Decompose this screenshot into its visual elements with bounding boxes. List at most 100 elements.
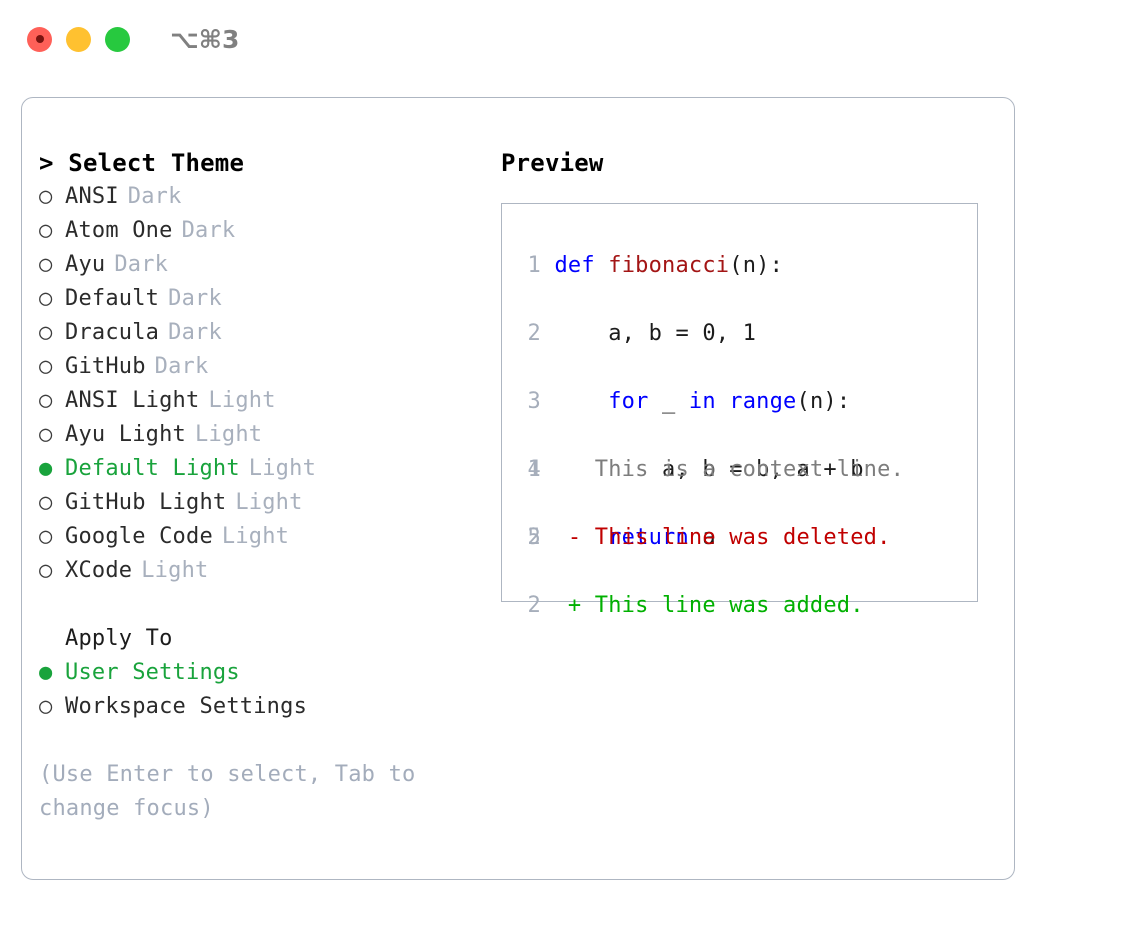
theme-item-tag: Dark — [154, 354, 209, 379]
theme-item-label: ANSI Light — [65, 388, 200, 413]
maximize-button[interactable] — [105, 26, 130, 52]
code-line: 4 a, b = b, a + b — [515, 453, 864, 487]
theme-item-0[interactable]: ○ ANSI Dark — [39, 180, 499, 214]
radio-unselected-icon: ○ — [39, 252, 53, 277]
code-token: fibonacci — [608, 253, 730, 278]
keyboard-shortcut-label: ⌥⌘3 — [170, 24, 240, 54]
radio-unselected-icon: ○ — [39, 354, 53, 379]
apply-to-item-label: User Settings — [65, 660, 240, 685]
apply-to-item-1[interactable]: ○ Workspace Settings — [39, 690, 499, 724]
diff-line-text: - This line was deleted. — [541, 525, 891, 550]
radio-selected-icon: ● — [39, 660, 53, 685]
theme-item-tag: Dark — [114, 252, 169, 277]
code-token: a, b = b, a + b — [554, 457, 864, 482]
theme-item-label: GitHub — [65, 354, 146, 379]
theme-item-label: Google Code — [65, 524, 213, 549]
close-button[interactable] — [27, 26, 52, 52]
code-token: a — [688, 525, 716, 550]
radio-unselected-icon: ○ — [39, 184, 53, 209]
theme-item-label: Ayu Light — [65, 422, 187, 447]
diff-line-text: This is a context line. — [541, 457, 905, 482]
code-token — [595, 253, 608, 278]
code-gutter-space — [541, 321, 554, 346]
code-line-number: 2 — [527, 321, 541, 346]
theme-item-tag: Light — [195, 422, 263, 447]
theme-item-label: XCode — [65, 558, 133, 583]
code-token: return — [608, 525, 689, 550]
code-line: 5 return a — [515, 521, 864, 555]
diff-line-number: 2 — [527, 593, 541, 618]
code-token: for — [608, 389, 649, 414]
theme-item-4[interactable]: ○ Dracula Dark — [39, 316, 499, 350]
theme-item-11[interactable]: ○ XCode Light — [39, 554, 499, 588]
theme-item-label: Default Light — [65, 456, 240, 481]
traffic-lights — [27, 26, 130, 52]
preview-title: Preview — [501, 149, 604, 177]
diff-line: 1 This is a context line. — [515, 453, 904, 487]
theme-item-tag: Light — [221, 524, 290, 549]
radio-unselected-icon: ○ — [39, 558, 53, 583]
theme-item-tag: Dark — [168, 286, 222, 311]
diff-line-number: 2 — [527, 525, 541, 550]
apply-to-group: Apply To ●User Settings○Workspace Settin… — [39, 622, 499, 724]
radio-unselected-icon: ○ — [39, 524, 53, 549]
code-token: (n): — [729, 253, 784, 278]
code-line-number: 4 — [527, 457, 541, 482]
code-token: def — [554, 253, 595, 278]
code-token — [716, 389, 729, 414]
diff-line: 2 + This line was added. — [515, 589, 904, 623]
radio-unselected-icon: ○ — [39, 490, 53, 515]
radio-unselected-icon: ○ — [39, 286, 53, 311]
radio-unselected-icon: ○ — [39, 388, 53, 413]
theme-item-5[interactable]: ○ GitHub Dark — [39, 350, 499, 384]
theme-item-tag: Dark — [181, 218, 236, 243]
theme-item-label: Atom One — [65, 218, 173, 243]
code-sample: 1 def fibonacci(n): 2 a, b = 0, 1 3 for … — [515, 249, 864, 589]
theme-item-10[interactable]: ○ Google Code Light — [39, 520, 499, 554]
code-line-number: 3 — [527, 389, 541, 414]
theme-item-label: Ayu — [65, 252, 106, 277]
theme-item-tag: Dark — [168, 320, 222, 345]
diff-sample: 1 This is a context line. 2 - This line … — [515, 453, 904, 657]
code-token: range — [729, 389, 797, 414]
code-gutter-space — [541, 389, 554, 414]
theme-item-6[interactable]: ○ ANSI Light Light — [39, 384, 499, 418]
theme-item-tag: Light — [248, 456, 317, 481]
theme-item-tag: Light — [141, 558, 209, 583]
theme-item-tag: Light — [208, 388, 276, 413]
title-bar: ⌥⌘3 — [0, 0, 1140, 78]
code-token: in — [688, 389, 716, 414]
radio-unselected-icon: ○ — [39, 320, 53, 345]
diff-line: 2 - This line was deleted. — [515, 521, 904, 555]
keyboard-hint-text: (Use Enter to select, Tab to change focu… — [39, 762, 416, 821]
apply-to-list: ● User Settings ○ Workspace Settings — [39, 656, 499, 724]
code-token: a, b = 0, 1 — [554, 321, 757, 346]
theme-item-tag: Light — [235, 490, 303, 515]
select-theme-heading: > Select Theme — [39, 149, 245, 177]
theme-item-2[interactable]: ○ Ayu Dark — [39, 248, 499, 282]
minimize-button[interactable] — [66, 26, 91, 52]
apply-to-item-label: Workspace Settings — [65, 694, 308, 719]
code-line-number: 1 — [527, 253, 541, 278]
diff-line-number: 1 — [527, 457, 541, 482]
apply-to-item-0[interactable]: ● User Settings — [39, 656, 499, 690]
code-line: 2 a, b = 0, 1 — [515, 317, 864, 351]
preview-box: 1 def fibonacci(n): 2 a, b = 0, 1 3 for … — [501, 203, 978, 618]
preview-column: Preview 1 def fibonacci(n): 2 a, b = 0, … — [501, 146, 991, 618]
theme-item-tag: Dark — [127, 184, 182, 209]
theme-item-label: ANSI — [65, 184, 119, 209]
theme-item-label: Dracula — [65, 320, 160, 345]
code-line-number: 5 — [527, 525, 541, 550]
diff-line-text: + This line was added. — [541, 593, 864, 618]
code-token: _ — [648, 389, 689, 414]
radio-unselected-icon: ○ — [39, 694, 53, 719]
code-token — [554, 389, 608, 414]
